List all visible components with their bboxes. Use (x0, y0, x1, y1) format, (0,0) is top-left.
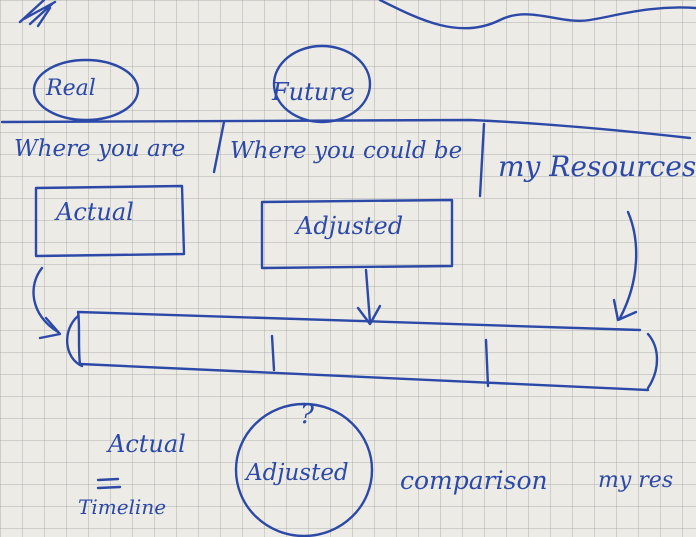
timeline-bar (76, 310, 650, 392)
label-my-resources: my Resources (498, 150, 696, 183)
arrow-adjusted-head (356, 304, 382, 326)
corner-scribble (18, 0, 57, 28)
label-where-you-are: Where you are (14, 136, 186, 162)
header-line (0, 118, 692, 140)
label-my-res: my res (598, 468, 674, 493)
adjusted-box (260, 198, 454, 270)
label-future: Future (272, 78, 355, 106)
label-actual-bottom: Actual (108, 430, 186, 458)
real-circle (32, 58, 140, 122)
equals-mark (96, 477, 122, 490)
arrow-resources-head (612, 298, 638, 322)
label-where-you-could-be: Where you could be (230, 138, 463, 164)
arrow-actual-head (38, 316, 62, 340)
label-comparison: comparison (400, 466, 548, 495)
timeline-tick-2 (484, 338, 490, 388)
divider-1 (212, 120, 226, 174)
arrow-adjusted (364, 268, 372, 324)
actual-box (34, 184, 186, 258)
timeline-left-paren (65, 314, 84, 368)
timeline-tick-1 (270, 334, 276, 372)
timeline-right-paren (646, 332, 659, 390)
future-circle (272, 44, 372, 124)
label-question-mark: ? (300, 400, 314, 430)
label-actual-box: Actual (56, 198, 134, 226)
arrow-actual (32, 266, 60, 334)
top-wave (378, 0, 696, 30)
adjusted-circle (234, 402, 374, 537)
divider-2 (478, 122, 486, 198)
label-real: Real (46, 76, 96, 101)
arrow-resources (618, 210, 638, 320)
label-timeline: Timeline (78, 495, 167, 519)
label-adjusted-bottom: Adjusted (246, 460, 349, 486)
label-adjusted-box: Adjusted (296, 212, 404, 240)
